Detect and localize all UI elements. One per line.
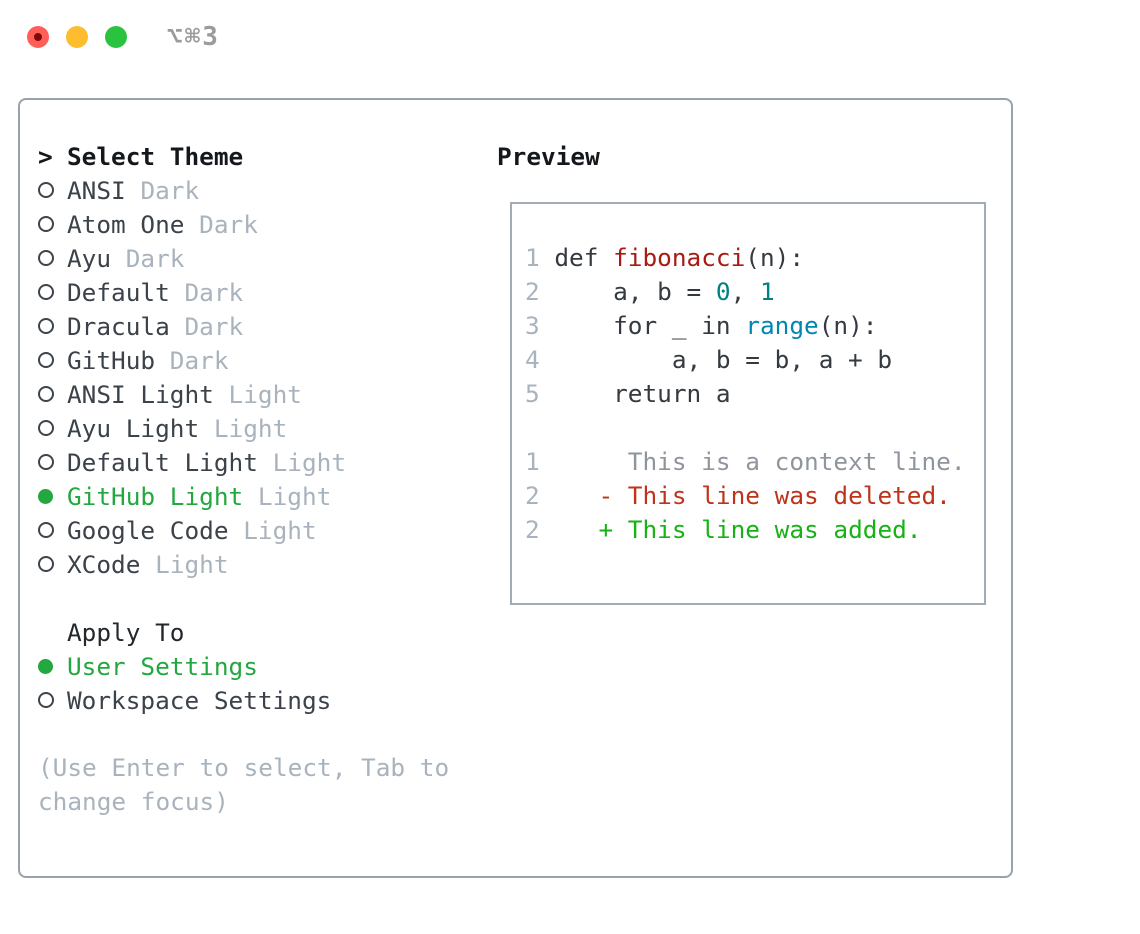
- theme-option[interactable]: ANSI Light Light: [38, 377, 497, 411]
- option-tag: Light: [155, 549, 229, 579]
- option-label: Ayu Light: [67, 413, 200, 443]
- theme-option[interactable]: Dracula Dark: [38, 309, 497, 343]
- code-line: 2 + This line was added.: [525, 515, 922, 544]
- radio-selected-icon: [38, 488, 67, 504]
- option-label: GitHub Light: [67, 481, 244, 511]
- radio-selected-icon: [38, 658, 67, 674]
- titlebar: ⌥⌘3: [27, 22, 220, 52]
- radio-unselected-icon: [38, 420, 67, 436]
- radio-unselected-icon: [38, 692, 67, 708]
- theme-option[interactable]: Atom One Dark: [38, 207, 497, 241]
- theme-option[interactable]: GitHub Dark: [38, 343, 497, 377]
- theme-option[interactable]: Default Light Light: [38, 445, 497, 479]
- option-label: XCode: [67, 549, 141, 579]
- code-line: 2 - This line was deleted.: [525, 481, 951, 510]
- cursor-chevron-icon: >: [38, 141, 53, 171]
- option-label: Default Light: [67, 447, 258, 477]
- option-tag: Light: [228, 379, 302, 409]
- option-tag: Dark: [199, 209, 258, 239]
- window-title: ⌥⌘3: [167, 22, 220, 52]
- theme-option[interactable]: XCode Light: [38, 547, 497, 581]
- radio-unselected-icon: [38, 352, 67, 368]
- theme-option[interactable]: GitHub Light Light: [38, 479, 497, 513]
- code-line: 5 return a: [525, 379, 731, 408]
- radio-unselected-icon: [38, 522, 67, 538]
- preview-box: 1 def fibonacci(n): 2 a, b = 0, 1 3 for _ …: [510, 202, 986, 605]
- radio-unselected-icon: [38, 318, 67, 334]
- code-line: 2 a, b = 0, 1: [525, 277, 775, 306]
- radio-unselected-icon: [38, 182, 67, 198]
- option-tag: Dark: [184, 311, 244, 341]
- spacer: [38, 581, 497, 615]
- radio-unselected-icon: [38, 556, 67, 572]
- apply-to-option[interactable]: User Settings: [38, 649, 497, 683]
- minimize-button[interactable]: [66, 26, 88, 48]
- hint-line: (Use Enter to select, Tab to: [38, 753, 450, 782]
- option-label: User Settings: [67, 651, 258, 681]
- code-preview: 1 def fibonacci(n): 2 a, b = 0, 1 3 for _ …: [525, 241, 984, 547]
- code-line: 1 This is a context line.: [525, 447, 966, 476]
- radio-unselected-icon: [38, 284, 67, 300]
- select-theme-header-label: Select Theme: [67, 141, 244, 171]
- option-tag: Dark: [184, 277, 244, 307]
- option-tag: Light: [243, 515, 317, 545]
- option-label: ANSI: [67, 175, 126, 205]
- option-tag: Dark: [169, 345, 229, 375]
- theme-option[interactable]: ANSI Dark: [38, 173, 497, 207]
- option-tag: Light: [272, 447, 347, 477]
- option-tag: Dark: [140, 175, 200, 205]
- code-line: 3 for _ in range(n):: [525, 311, 878, 340]
- spacer: [38, 717, 497, 751]
- code-line: 1 def fibonacci(n):: [525, 243, 805, 272]
- apply-to-header: Apply To: [38, 615, 497, 649]
- preview-header: Preview: [497, 139, 1011, 173]
- radio-unselected-icon: [38, 216, 67, 232]
- option-label: Ayu: [67, 243, 112, 273]
- theme-option[interactable]: Ayu Dark: [38, 241, 497, 275]
- zoom-button[interactable]: [105, 26, 127, 48]
- hint-text: (Use Enter to select, Tab to change focus…: [38, 751, 497, 819]
- theme-option[interactable]: Google Code Light: [38, 513, 497, 547]
- radio-unselected-icon: [38, 386, 67, 402]
- radio-unselected-icon: [38, 250, 67, 266]
- record-dot-icon: [34, 33, 42, 41]
- option-label: Dracula: [67, 311, 170, 341]
- option-tag: Dark: [125, 243, 185, 273]
- code-line: [525, 411, 984, 445]
- close-button[interactable]: [27, 26, 49, 48]
- code-line: 4 a, b = b, a + b: [525, 345, 893, 374]
- option-label: Default: [67, 277, 170, 307]
- radio-unselected-icon: [38, 454, 67, 470]
- theme-option[interactable]: Default Dark: [38, 275, 497, 309]
- apply-to-option[interactable]: Workspace Settings: [38, 683, 497, 717]
- apply-to-header-label: Apply To: [67, 617, 185, 647]
- hint-line: change focus): [38, 787, 229, 816]
- option-label: Google Code: [67, 515, 229, 545]
- option-label: GitHub: [67, 345, 156, 375]
- option-tag: Light: [257, 481, 332, 511]
- option-label: ANSI Light: [67, 379, 214, 409]
- select-theme-header: > Select Theme: [38, 139, 497, 173]
- option-label: Workspace Settings: [67, 685, 332, 715]
- preview-header-label: Preview: [497, 141, 600, 171]
- theme-option[interactable]: Ayu Light Light: [38, 411, 497, 445]
- option-label: Atom One: [67, 209, 185, 239]
- option-tag: Light: [213, 413, 288, 443]
- preview-column: Preview 1 def fibonacci(n): 2 a, b = 0, 1…: [497, 139, 1011, 876]
